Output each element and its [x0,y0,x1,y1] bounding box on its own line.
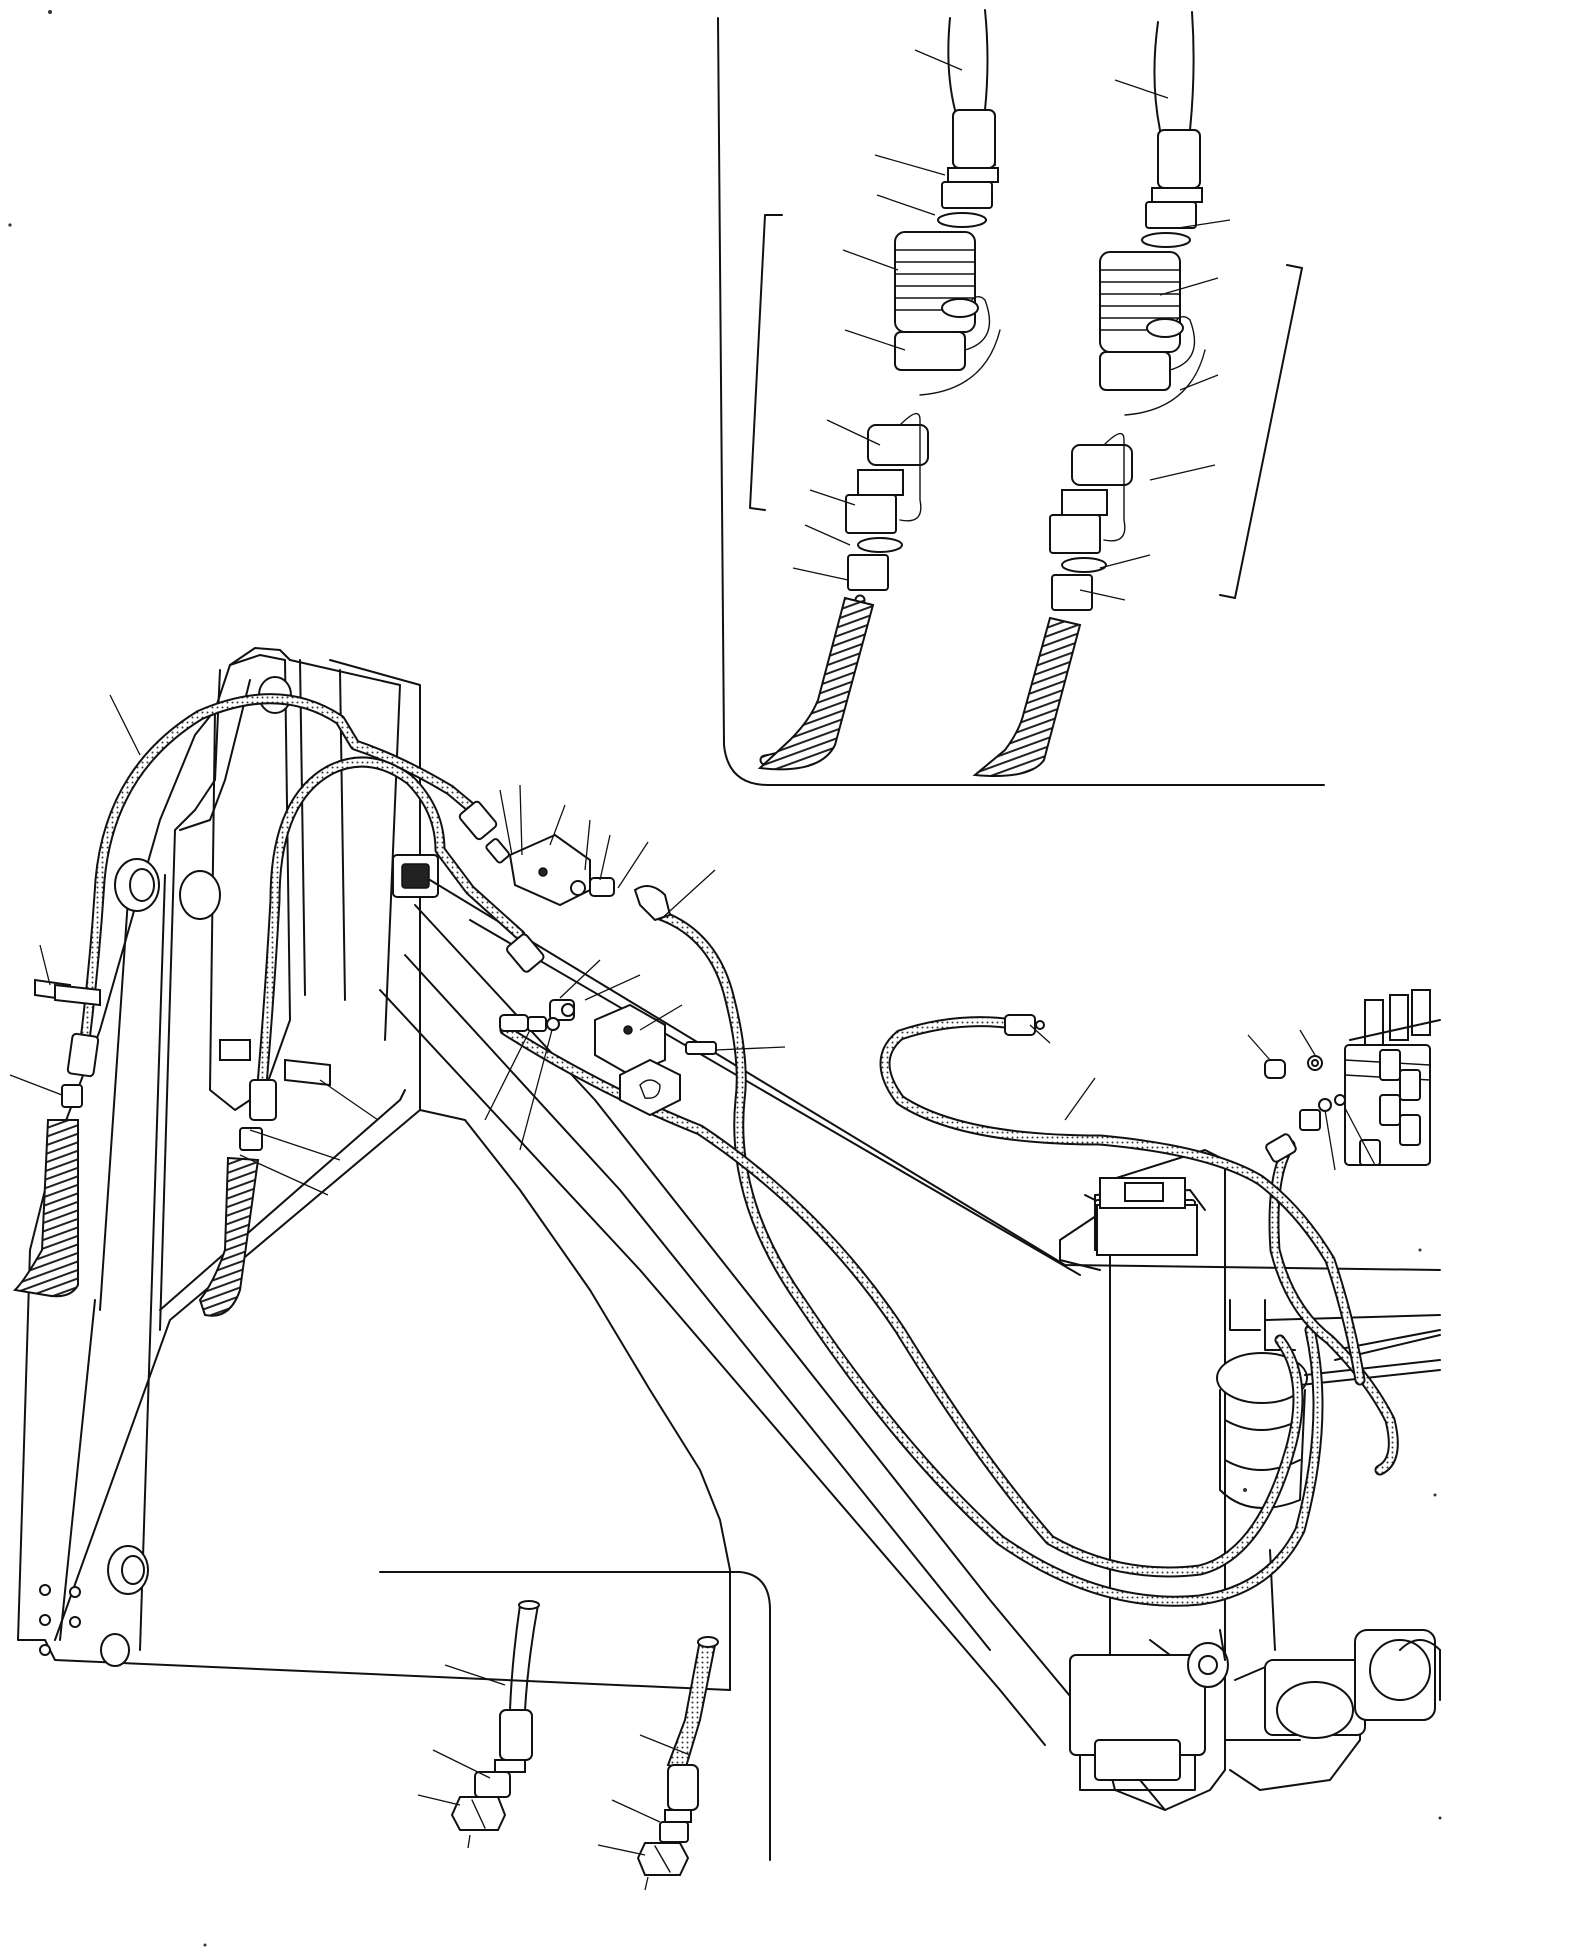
control-valve [1344,989,1441,1166]
fittings [12,800,1346,1317]
main-frame [379,879,1441,1811]
scan-specks [8,10,1442,1947]
main-leader-lines [9,694,1376,1196]
right-coupler-assembly [972,11,1206,777]
coupler-detail-inset [717,9,1325,786]
boom-structure [17,647,731,1691]
hydraulic-hoses [79,693,1399,1607]
inset-leader-lines [792,49,1231,601]
bottom-detail-inset [379,1571,771,1891]
left-coupler-assembly [757,9,1001,771]
